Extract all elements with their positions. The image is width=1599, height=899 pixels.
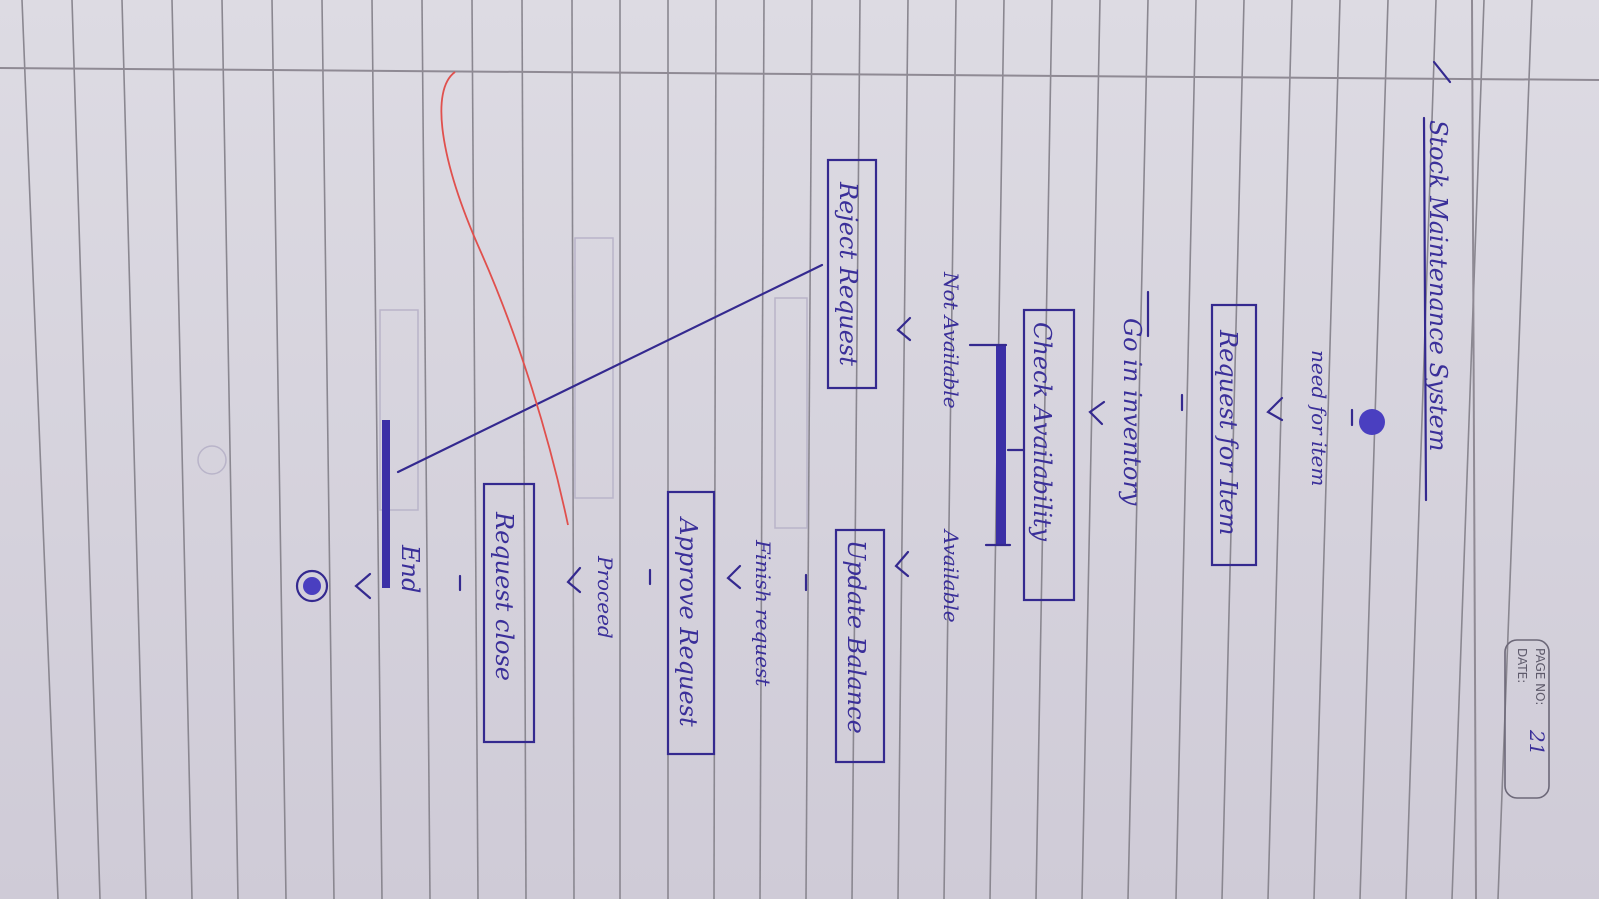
join-bar — [382, 420, 390, 588]
page-title: Stock Maintenance System — [1424, 120, 1452, 451]
end-label: End — [396, 544, 424, 593]
end-node — [295, 569, 329, 603]
check-availability-box — [1022, 308, 1076, 602]
proceed-label: Proceed — [593, 555, 617, 639]
diagram-title: Stock Maintenance System — [1422, 60, 1452, 502]
update-balance-box — [834, 528, 886, 764]
need-label: need for item — [1307, 350, 1331, 486]
finish-request-label: Finish request — [751, 539, 775, 687]
fork-bar — [996, 345, 1006, 545]
request-item-box — [1210, 303, 1258, 567]
not-available-label: Not Available — [939, 271, 963, 409]
arrow-icon — [1088, 400, 1106, 426]
check-availability-label: Check Availability — [1028, 322, 1056, 542]
reject-request-box — [826, 158, 878, 390]
available-label: Available — [939, 528, 963, 623]
page-no-label: PAGE NO: — [1533, 648, 1547, 705]
reject-to-join-line — [396, 263, 824, 474]
request-item-label: Request for Item — [1214, 329, 1242, 535]
reject-request-label: Reject Request — [834, 181, 862, 366]
approve-request-box — [666, 490, 716, 756]
go-inventory-label: Go in inventory — [1118, 318, 1146, 506]
arrow-icon — [896, 316, 912, 342]
arrow-icon — [894, 550, 910, 578]
page-number-stamp: PAGE NO: DATE: 21 — [1504, 639, 1550, 799]
arrow-icon — [354, 572, 372, 600]
approve-request-label: Approve Request — [674, 516, 702, 727]
request-close-box — [482, 482, 536, 744]
page-no-value: 21 — [1525, 729, 1549, 755]
update-balance-label: Update Balance — [842, 540, 870, 734]
arrow-icon — [566, 566, 582, 594]
arrow-icon — [726, 564, 742, 590]
correction-mark — [440, 71, 569, 526]
bleed-through-marks — [197, 237, 808, 529]
date-label: DATE: — [1515, 648, 1529, 683]
request-close-label: Request close — [490, 511, 518, 681]
start-node — [1359, 409, 1385, 435]
arrow-icon — [1266, 396, 1284, 422]
